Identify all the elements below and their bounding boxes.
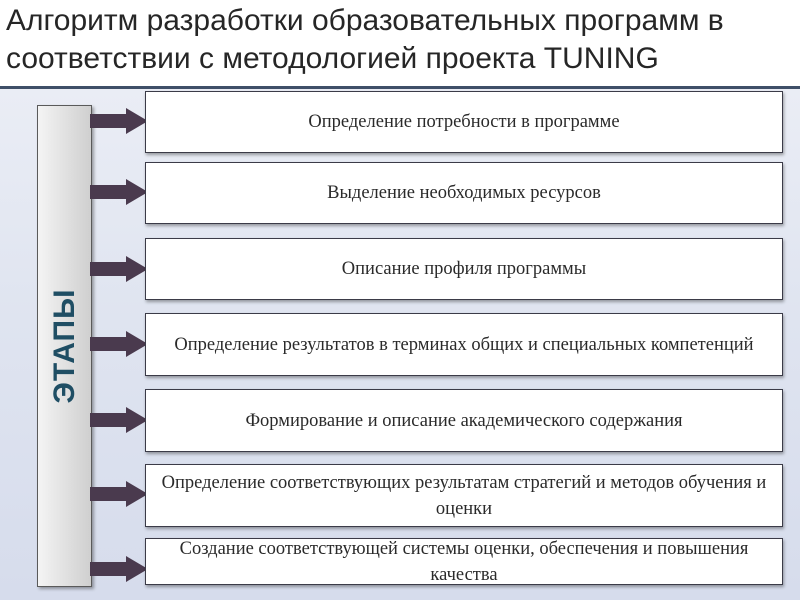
step-box-6: Определение соответствующих результатам … (145, 464, 783, 527)
arrow-icon (90, 256, 148, 282)
stages-bar: ЭТАПЫ (37, 105, 92, 587)
arrow-icon (90, 407, 148, 433)
step-label: Определение потребности в программе (308, 112, 620, 132)
step-label: Определение результатов в терминах общих… (174, 334, 754, 355)
step-label: Определение соответствующих результатам … (161, 472, 767, 519)
step-label: Выделение необходимых ресурсов (327, 183, 601, 203)
step-box-2: Выделение необходимых ресурсов (145, 162, 783, 224)
step-label: Описание профиля программы (341, 259, 587, 279)
arrow-icon (90, 331, 148, 357)
step-box-4: Определение результатов в терминах общих… (145, 313, 783, 376)
title-area: Алгоритм разработки образовательных прог… (0, 0, 800, 86)
arrow-icon (90, 179, 148, 205)
arrow-icon (90, 481, 148, 507)
step-box-1: Определение потребности в программе (145, 91, 783, 153)
arrow-icon (90, 108, 148, 134)
stages-label: ЭТАПЫ (47, 288, 81, 404)
step-label: Создание соответствующей системы оценки,… (179, 538, 749, 585)
arrow-icon (90, 556, 148, 582)
step-box-7: Создание соответствующей системы оценки,… (145, 538, 783, 585)
step-box-5: Формирование и описание академического с… (145, 389, 783, 452)
step-label: Формирование и описание академического с… (245, 410, 683, 431)
step-box-3: Описание профиля программы (145, 238, 783, 300)
title-divider (0, 86, 800, 89)
slide-title: Алгоритм разработки образовательных прог… (6, 4, 724, 75)
